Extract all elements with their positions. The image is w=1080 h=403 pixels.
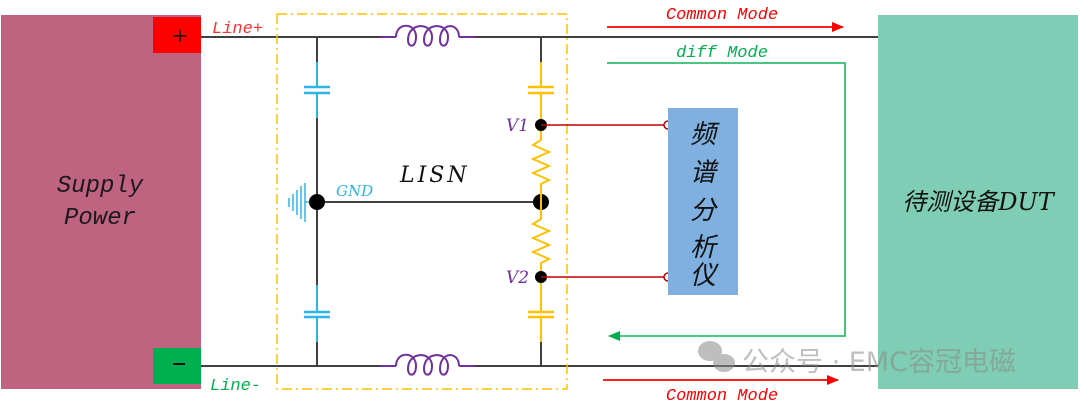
line-plus-label: Line+	[212, 20, 263, 39]
spectrum-analyzer-box	[668, 108, 738, 295]
minus-terminal	[153, 348, 201, 384]
diff-mode-label: diff Mode	[676, 44, 768, 63]
inductor-bottom	[380, 353, 475, 376]
gnd-node-left	[309, 194, 325, 210]
common-mode-label-bottom: Common Mode	[666, 387, 778, 403]
lisn-boundary	[276, 13, 568, 390]
line-minus-label: Line-	[210, 377, 261, 396]
analyzer-char-1: 频	[690, 120, 720, 150]
gnd-label: GND	[336, 182, 373, 200]
right-branch	[528, 37, 554, 366]
supply-label-line1: Supply	[57, 173, 144, 200]
v2-label: V2	[506, 268, 529, 288]
supply-label-line2: Power	[64, 205, 136, 232]
analyzer-char-2: 谱	[690, 158, 719, 188]
analyzer-char-3: 分	[690, 196, 718, 226]
watermark-text: 公众号 · EMC容冠电磁	[742, 347, 1016, 378]
spectrum-analyzer-block: 频 谱 分 析 仪	[668, 108, 738, 295]
common-mode-label-top: Common Mode	[666, 6, 778, 25]
v1-label: V1	[506, 116, 529, 136]
watermark: 公众号 · EMC容冠电磁	[698, 341, 1016, 378]
inductor-top	[380, 24, 475, 47]
wechat-icon	[698, 341, 735, 372]
resistor-bottom	[530, 202, 552, 277]
lisn-label: LISN	[399, 163, 470, 188]
supply-power-box	[1, 15, 201, 389]
dut-label: 待测设备DUT	[902, 188, 1055, 216]
dut-block: 待测设备DUT	[878, 15, 1078, 389]
resistor-top	[530, 125, 552, 202]
analyzer-char-5: 仪	[690, 261, 719, 291]
plus-symbol: +	[172, 23, 189, 47]
dut-box	[878, 15, 1078, 389]
plus-terminal	[153, 17, 201, 53]
diff-mode-loop-arrow	[607, 62, 846, 341]
analyzer-char-4: 析	[690, 233, 719, 263]
supply-power-block: Supply Power +	[1, 15, 201, 389]
ground-icon	[288, 183, 317, 222]
